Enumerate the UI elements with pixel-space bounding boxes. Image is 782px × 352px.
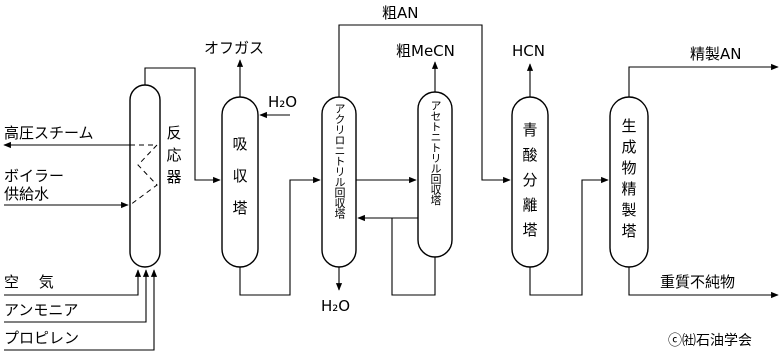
hcn-label: HCN <box>512 42 545 60</box>
boiler-water-label-1: ボイラー <box>4 167 65 185</box>
ammonia-label: アンモニア <box>4 301 79 319</box>
purified-an-label: 精製AN <box>690 45 742 63</box>
acrylonitrile-recovery-label: アクリロニトリル回収塔 <box>333 103 346 219</box>
credit-text: ⓒ㈳石油学会 <box>668 333 752 349</box>
hcn-to-purifier-line <box>529 176 609 296</box>
crude-an-line <box>338 24 511 184</box>
air-label: 空 気 <box>4 273 54 291</box>
product-purifier-char: 精 <box>621 180 637 198</box>
ammonia-feed-line <box>4 269 150 323</box>
heavy-impurities-label: 重質不純物 <box>660 273 736 291</box>
hcn-separator-char: 酸 <box>522 146 538 164</box>
product-purifier-char: 物 <box>621 159 637 177</box>
crude-mecn-label: 粗MeCN <box>396 42 455 60</box>
hcn-separator-char: 塔 <box>522 221 538 239</box>
absorber-char: 塔 <box>232 199 248 217</box>
steam-label: 高圧スチーム <box>4 124 94 142</box>
heavy-impurities-line <box>628 267 779 299</box>
absorber-water-label: H₂O <box>268 93 298 111</box>
reactor-label: 反 応 器 <box>165 122 183 188</box>
reactor-to-absorber-line <box>144 67 221 184</box>
reactor-char: 器 <box>166 168 182 186</box>
absorber-char: 収 <box>232 167 248 185</box>
reactor-coil <box>129 144 159 206</box>
absorber-char: 吸 <box>232 135 248 153</box>
propylene-feed-line <box>4 269 158 351</box>
product-purifier-char: 塔 <box>621 222 637 240</box>
water-out-label: H₂O <box>321 297 351 315</box>
hcn-separator-char: 離 <box>522 196 538 214</box>
absorber-to-an-recovery-line <box>239 176 321 296</box>
reactor-char: 応 <box>166 146 182 164</box>
hcn-separator-char: 青 <box>522 121 538 139</box>
hcn-separator-char: 分 <box>522 171 538 189</box>
acetonitrile-recovery-label: アセトニトリル回収塔 <box>429 100 442 205</box>
propylene-label: プロピレン <box>4 329 80 347</box>
hcn-separator-label: 青 酸 分 離 塔 <box>521 118 539 243</box>
offgas-label: オフガス <box>204 39 265 57</box>
reactor-vessel <box>129 84 161 268</box>
product-purifier-label: 生 成 物 精 製 塔 <box>620 116 638 242</box>
product-purifier-char: 生 <box>621 117 637 135</box>
reactor-char: 反 <box>166 124 182 142</box>
air-feed-line <box>4 269 142 296</box>
absorber-label: 吸 収 塔 <box>231 128 249 224</box>
mecn-bottoms-line <box>391 218 436 296</box>
product-purifier-char: 製 <box>621 201 637 219</box>
boiler-water-label-2: 供給水 <box>4 185 50 203</box>
product-purifier-char: 成 <box>621 138 637 156</box>
crude-an-label: 粗AN <box>382 4 419 22</box>
purified-an-line <box>628 63 779 97</box>
